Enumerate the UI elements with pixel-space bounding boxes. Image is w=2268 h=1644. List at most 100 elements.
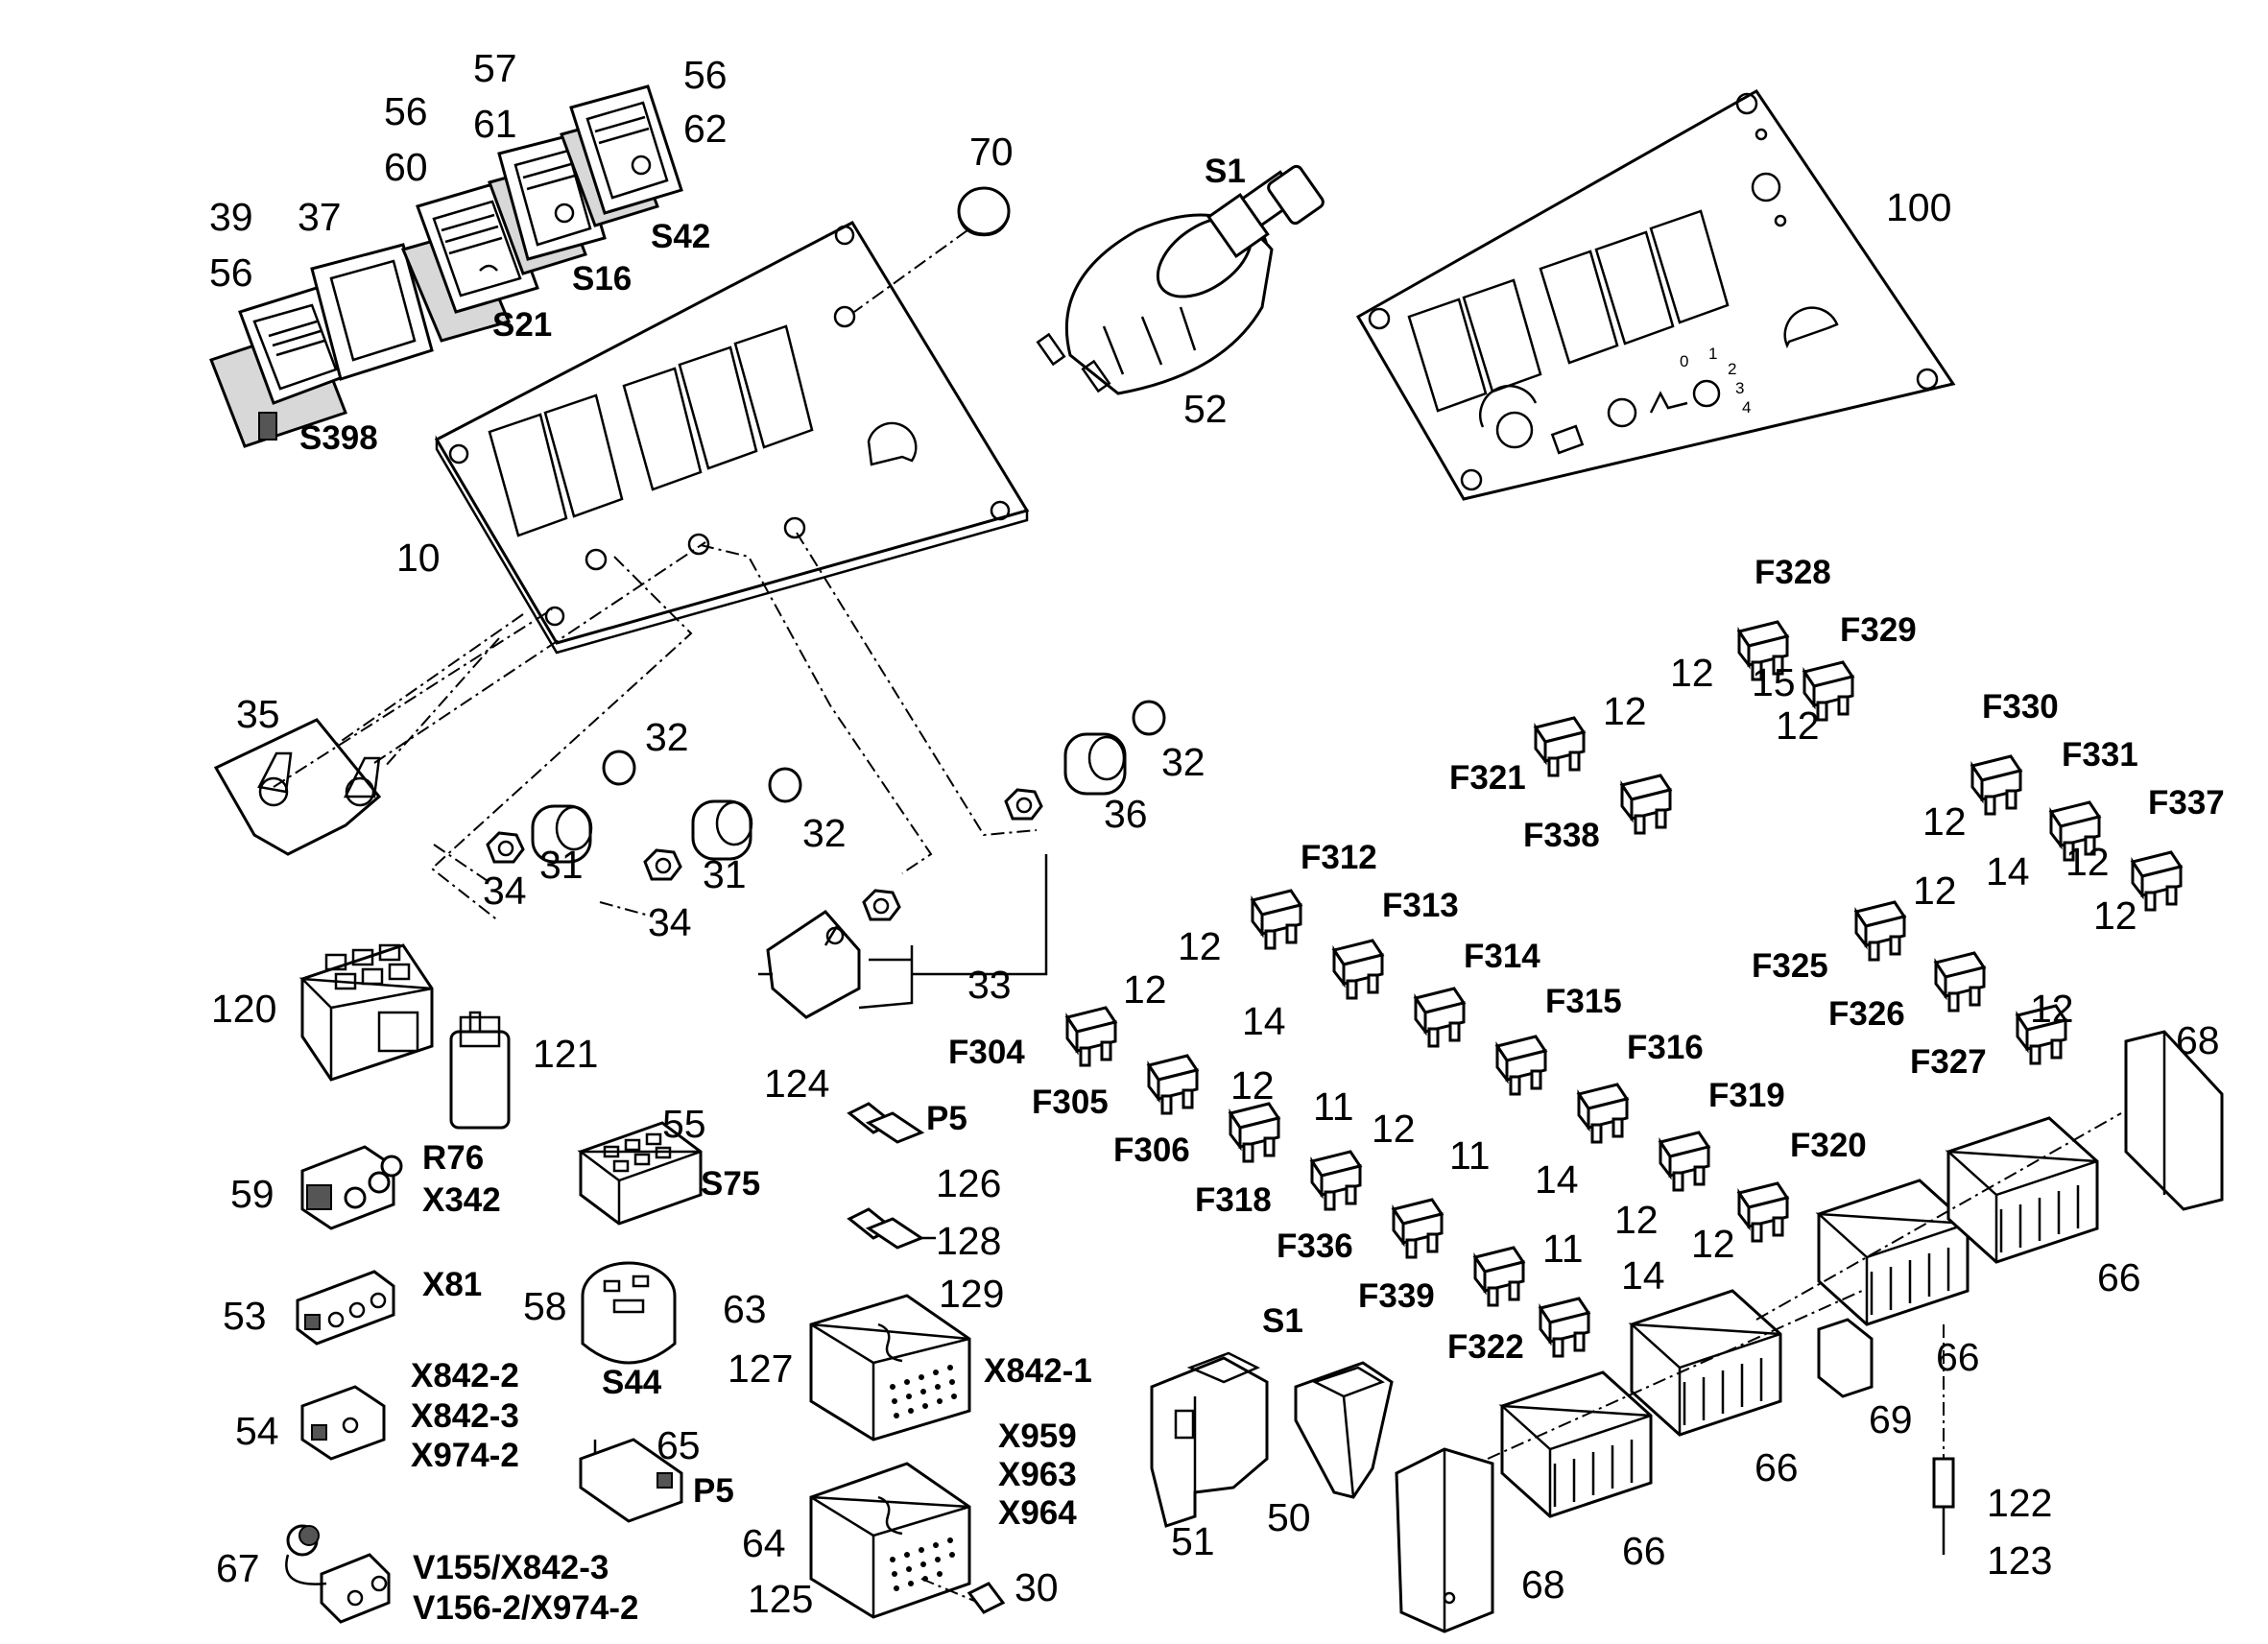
fuse-box-66-d	[1945, 1116, 2099, 1264]
part-label: 125	[748, 1577, 813, 1621]
designator-label: F327	[1910, 1043, 1987, 1081]
panel-marking: 4	[1742, 398, 1751, 417]
part-label: 30	[1015, 1565, 1059, 1609]
part-label: 12	[1603, 689, 1647, 733]
designator-label: X842-1	[984, 1352, 1092, 1390]
part-label: 32	[645, 715, 689, 759]
fuse-F339	[1473, 1246, 1525, 1307]
part-label: 12	[2030, 987, 2074, 1031]
part-label: 66	[1622, 1529, 1666, 1573]
designator-label: F312	[1301, 839, 1377, 876]
fuse-box-66-c	[1815, 1179, 1970, 1326]
part-label: 60	[384, 145, 428, 189]
part-label: 120	[211, 987, 276, 1031]
designator-label: S16	[572, 260, 632, 298]
rocker-switch-S42	[560, 84, 683, 227]
part-label: 55	[662, 1102, 706, 1146]
plug-P5-124	[847, 1102, 925, 1144]
knob-70	[957, 186, 1011, 237]
fuse-box-66-b	[1628, 1289, 1782, 1437]
part-label: 121	[533, 1032, 598, 1076]
knob-set-1	[486, 750, 636, 864]
part-label: 34	[648, 900, 692, 944]
rocker-switch-S398	[209, 286, 352, 448]
part-label: 31	[703, 852, 747, 896]
part-label: 127	[728, 1346, 793, 1391]
panel-marking: 2	[1728, 360, 1736, 378]
plug-126	[847, 1207, 936, 1250]
fuse-box-66-a	[1498, 1370, 1653, 1518]
part-label: 12	[2093, 893, 2137, 938]
designator-label: S21	[492, 306, 552, 344]
part-label: 11	[1449, 1133, 1491, 1178]
fuse-F319	[1659, 1131, 1710, 1192]
connector-120	[298, 943, 434, 1082]
fuse-F321	[1534, 716, 1586, 777]
designator-label: F305	[1032, 1084, 1109, 1121]
part-label: 14	[1621, 1253, 1665, 1298]
relay-socket-50	[1294, 1361, 1394, 1499]
fuse-F305	[1147, 1054, 1199, 1115]
part-label: 32	[1161, 740, 1206, 784]
blank-cover-37	[310, 243, 434, 381]
fuse-F318	[1310, 1150, 1362, 1211]
part-label: 50	[1267, 1495, 1311, 1539]
part-label: 12	[1614, 1198, 1659, 1242]
designator-label: X974-2	[411, 1437, 519, 1474]
part-label: 68	[2176, 1018, 2220, 1062]
relay-socket-51	[1150, 1351, 1269, 1528]
panel-marking: 3	[1735, 379, 1744, 397]
part-label: 69	[1869, 1397, 1913, 1441]
designator-label: X963	[998, 1456, 1077, 1493]
part-label: 59	[230, 1172, 275, 1216]
part-label: 56	[384, 89, 428, 133]
designator-label: V156-2/X974-2	[413, 1589, 638, 1627]
relay-121	[449, 1011, 511, 1130]
fuse-F338	[1620, 774, 1672, 835]
part-label: 12	[1691, 1222, 1735, 1266]
part-label: 56	[683, 53, 728, 97]
bracket-68-upper	[2124, 1030, 2224, 1211]
designator-label: S1	[1205, 153, 1246, 190]
part-label: 62	[683, 107, 728, 151]
part-label: 39	[209, 195, 253, 239]
designator-label: P5	[926, 1100, 967, 1137]
part-label: 14	[1535, 1157, 1579, 1202]
fuse-F337	[2131, 850, 2183, 912]
fuses	[1065, 620, 2183, 1358]
connector-X842-1	[809, 1294, 971, 1441]
fuse-F306	[1229, 1102, 1280, 1163]
part-label: 12	[1230, 1063, 1275, 1108]
designator-label: S75	[701, 1165, 760, 1203]
part-label: 35	[236, 692, 280, 736]
part-label: 11	[1542, 1227, 1584, 1271]
clip-69	[1817, 1318, 1874, 1398]
designator-label: V155/X842-3	[413, 1549, 609, 1586]
plug-P5-65	[579, 1438, 683, 1523]
part-label: 64	[742, 1521, 786, 1565]
designator-label: X342	[422, 1181, 501, 1219]
designator-label: S42	[651, 218, 710, 255]
part-label: 67	[216, 1546, 260, 1590]
fuse-F330	[1970, 754, 2022, 816]
knob-set-3	[1004, 700, 1166, 821]
designator-label: X964	[998, 1494, 1077, 1532]
switch-S44	[581, 1261, 677, 1365]
part-label: 14	[1242, 999, 1286, 1043]
part-label: 12	[2065, 840, 2110, 884]
part-label: 56	[209, 250, 253, 295]
part-label: 12	[1670, 651, 1714, 695]
part-label: 14	[1986, 849, 2030, 893]
part-label: 33	[967, 963, 1012, 1007]
fuse-F312	[1251, 889, 1302, 950]
designator-label: F329	[1840, 611, 1917, 649]
connector-53	[296, 1270, 395, 1346]
switch-panel-100	[1355, 89, 1956, 501]
part-label: 70	[969, 130, 1014, 174]
part-label: 129	[939, 1272, 1004, 1316]
designator-label: X842-2	[411, 1357, 519, 1394]
designator-label: F318	[1195, 1181, 1272, 1219]
part-label: 63	[723, 1287, 767, 1331]
designator-label: F319	[1708, 1077, 1785, 1114]
